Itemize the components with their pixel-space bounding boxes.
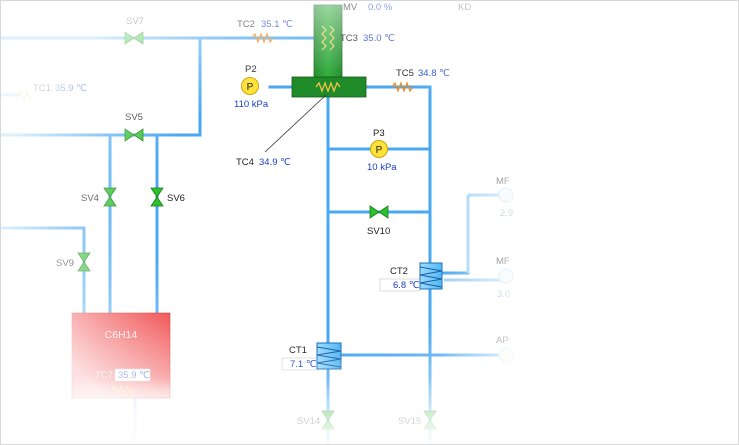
sv5-valve-icon[interactable]	[124, 128, 144, 142]
tc1-heater-icon	[17, 90, 34, 102]
tc7-value: 35.9 ℃	[118, 370, 150, 381]
ct2-exchanger-icon[interactable]	[419, 262, 443, 290]
mv-value: 0.0 %	[368, 2, 393, 13]
tc4-leader-line	[264, 94, 327, 153]
sv14-valve-icon[interactable]	[321, 410, 335, 430]
sv7-valve-icon[interactable]	[124, 31, 144, 45]
sv10-label: SV10	[367, 226, 390, 237]
tc4-label: TC4	[236, 157, 254, 168]
mf1-value: 2.9	[500, 208, 513, 219]
tc5-label: TC5	[396, 68, 414, 79]
ct1-exchanger-icon[interactable]	[316, 342, 342, 370]
sv14-label: SV14	[297, 416, 320, 427]
sv10-valve-icon[interactable]	[369, 205, 389, 219]
tc2-label: TC2	[237, 19, 255, 30]
sv15-label: SV15	[398, 416, 421, 427]
tc4-value: 34.9 ℃	[259, 157, 291, 168]
tc2-value: 35.1 ℃	[261, 19, 293, 30]
sv9-label: SV9	[56, 258, 74, 269]
mf1-meter-icon[interactable]	[498, 187, 514, 203]
p3-label: P3	[373, 128, 385, 139]
tc1-value: 35.9 ℃	[55, 83, 87, 94]
sv4-label: SV4	[81, 193, 99, 204]
p2-value: 110 kPa	[234, 99, 269, 110]
ap-meter-icon[interactable]	[498, 347, 514, 363]
distillation-column[interactable]	[313, 4, 343, 78]
tc7-label: TC7	[95, 370, 113, 381]
mf2-value: 3.0	[497, 289, 510, 300]
ct1-value: 7.1 ℃	[290, 359, 317, 370]
tank-label: C6H14	[105, 329, 138, 341]
mf2-label: MF	[496, 256, 510, 267]
p2-pump-icon[interactable]: P	[241, 77, 259, 95]
sv15-valve-icon[interactable]	[423, 410, 437, 430]
tc3-label: TC3	[340, 33, 358, 44]
ap-label: AP	[496, 335, 509, 346]
p3-symbol: P	[376, 145, 383, 156]
p3-pump-icon[interactable]: P	[370, 140, 388, 158]
mf2-meter-icon[interactable]	[498, 268, 514, 284]
sv7-label: SV7	[126, 16, 144, 27]
sv5-label: SV5	[125, 112, 143, 123]
mf1-label: MF	[496, 176, 510, 187]
p2-label: P2	[245, 64, 257, 75]
sv4-valve-icon[interactable]	[103, 187, 117, 207]
tc3-value: 35.0 ℃	[363, 33, 395, 44]
tc5-value: 34.8 ℃	[418, 68, 450, 79]
p3-value: 10 kPa	[367, 162, 397, 173]
ct2-value: 6.8 ℃	[393, 280, 420, 291]
sv6-label: SV6	[167, 193, 185, 204]
kd-label: KD	[458, 2, 471, 13]
sv9-valve-icon[interactable]	[77, 252, 91, 272]
ct1-label: CT1	[289, 345, 307, 356]
ct2-label: CT2	[390, 266, 408, 277]
p2-symbol: P	[247, 82, 254, 93]
tc1-label: TC1	[33, 83, 51, 94]
sv6-valve-icon[interactable]	[150, 187, 164, 207]
mv-label: MV	[343, 2, 358, 13]
